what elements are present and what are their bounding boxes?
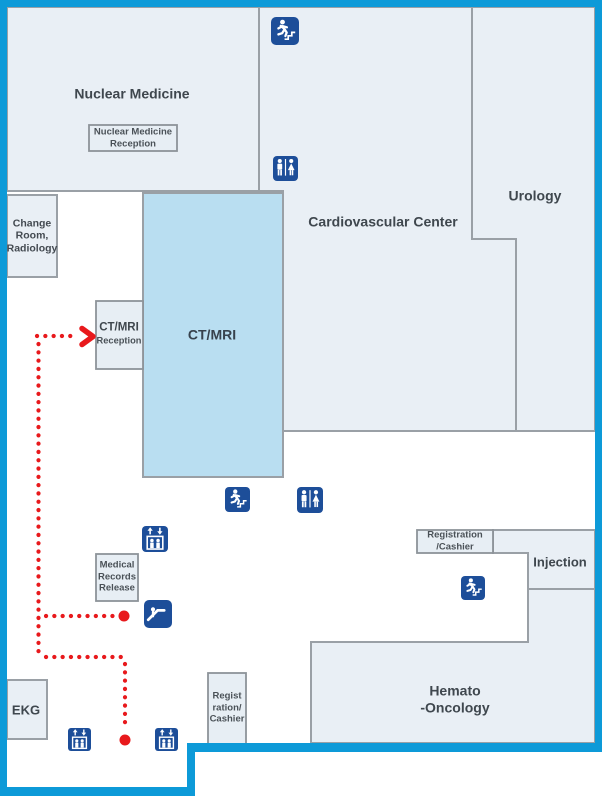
- desk-ct-mri-reception: [95, 300, 144, 370]
- injection-label: Injection: [533, 554, 587, 570]
- restroom-icon: [273, 156, 298, 181]
- nuclear-medicine-reception-label: Nuclear Medicine Reception: [93, 126, 173, 149]
- escalator-icon: [144, 600, 172, 628]
- room-hemato-oncology: [310, 588, 596, 744]
- room-ct-mri-highlighted: [142, 192, 284, 478]
- emergency-exit-stairs-icon: [271, 17, 299, 45]
- ct-mri-reception-subtitle: Reception: [96, 335, 142, 346]
- room-nuclear-medicine: [6, 6, 260, 192]
- route-endpoint-elevator: [119, 734, 131, 746]
- route-endpoint-escalator: [118, 610, 130, 622]
- cardiovascular-center-label: Cardiovascular Center: [308, 213, 458, 230]
- ct-mri-label: CT/MRI: [187, 326, 237, 343]
- registration-cashier-lower-label: Regist ration/ Cashier: [209, 690, 245, 725]
- ct-mri-reception-title: CT/MRI: [99, 321, 139, 334]
- route-arrow-head: [79, 325, 96, 348]
- ct-mri-reception-label: CT/MRI Reception: [97, 322, 142, 347]
- restroom-icon: [297, 487, 323, 513]
- elevator-icon: [155, 728, 178, 751]
- elevator-icon: [68, 728, 91, 751]
- change-room-radiology-label: Change Room, Radiology: [6, 217, 58, 255]
- medical-records-release-label: Medical Records Release: [97, 559, 137, 594]
- desk-medical-records-release: [95, 553, 139, 602]
- emergency-exit-stairs-icon: [461, 576, 485, 600]
- nuclear-medicine-label: Nuclear Medicine: [74, 85, 190, 102]
- emergency-exit-stairs-icon: [225, 487, 250, 512]
- registration-cashier-upper-label: Registration /Cashier: [427, 529, 483, 552]
- urology-label: Urology: [508, 187, 562, 204]
- hemato-oncology-label: Hemato -Oncology: [420, 682, 490, 715]
- route-path: [34, 325, 131, 746]
- elevator-icon: [142, 526, 168, 552]
- desk-nuclear-medicine-reception: [88, 124, 178, 152]
- desk-registration-cashier-upper: [416, 529, 494, 554]
- room-ekg: [6, 679, 48, 740]
- ekg-label: EKG: [11, 702, 41, 718]
